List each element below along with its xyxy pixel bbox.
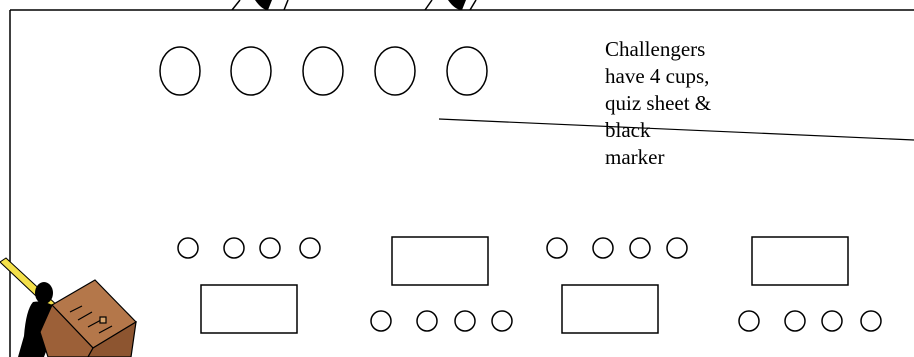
cup: [302, 46, 344, 96]
cup: [230, 46, 272, 96]
table-upper-right: [751, 236, 849, 286]
small-cup: [454, 310, 476, 332]
small-cup: [860, 310, 882, 332]
cup: [446, 46, 488, 96]
table-lower-left: [200, 284, 298, 334]
cup: [159, 46, 201, 96]
cup-group-upper-right: [546, 237, 688, 259]
small-cup: [666, 237, 688, 259]
small-cup: [592, 237, 614, 259]
small-cup: [370, 310, 392, 332]
small-cup: [177, 237, 199, 259]
small-cup: [223, 237, 245, 259]
table-lower-middle: [561, 284, 659, 334]
clipart-person-with-box: [0, 257, 137, 357]
small-cup: [738, 310, 760, 332]
small-cup: [629, 237, 651, 259]
small-cup: [259, 237, 281, 259]
host-figures: [231, 0, 477, 11]
note-line: marker: [605, 145, 665, 169]
annotation-leader-line: [438, 118, 914, 141]
challenger-tables: [200, 236, 849, 334]
note-line: black: [605, 118, 651, 142]
small-cup: [416, 310, 438, 332]
cup-group-upper-left: [177, 237, 321, 259]
treasure-box-icon: [39, 279, 137, 357]
small-cup: [299, 237, 321, 259]
cup-group-lower-middle: [370, 310, 513, 332]
note-line: Challengers: [605, 37, 706, 61]
small-cup: [821, 310, 843, 332]
small-cup: [784, 310, 806, 332]
small-cup: [546, 237, 568, 259]
cup-group-lower-right: [738, 310, 882, 332]
table-upper-middle: [391, 236, 489, 286]
cup: [374, 46, 416, 96]
top-cup-row: [159, 46, 488, 96]
note-line: quiz sheet &: [605, 91, 712, 115]
note-line: have 4 cups,: [605, 64, 710, 88]
small-cup: [491, 310, 513, 332]
challengers-note: Challengers have 4 cups, quiz sheet & bl…: [605, 36, 795, 171]
